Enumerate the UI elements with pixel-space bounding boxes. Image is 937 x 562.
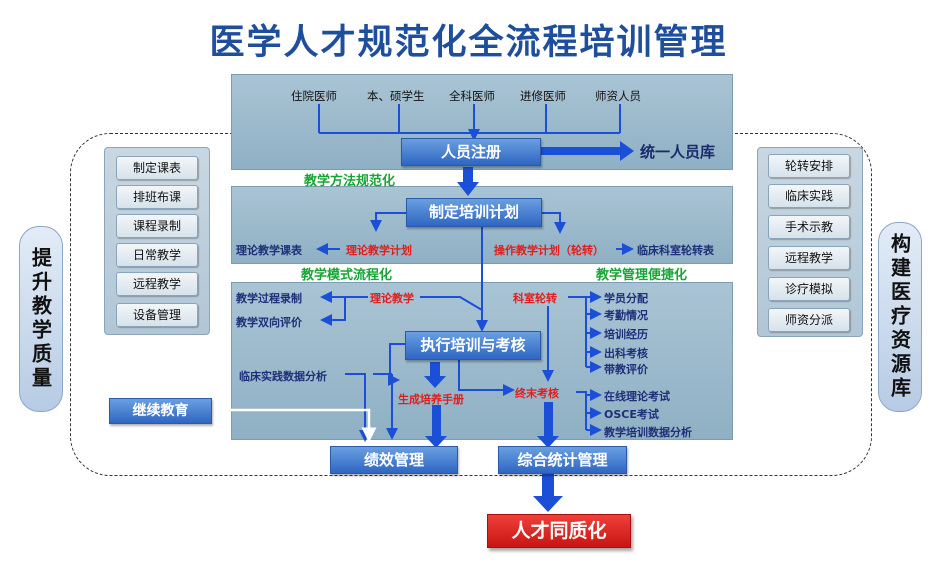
clinical-analysis-label: 临床实践数据分析 [239,370,327,383]
rotation-item-assign: 学员分配 [604,292,648,305]
right-item-faculty[interactable]: 师资分派 [768,308,850,332]
left-item-remote[interactable]: 远程教学 [116,272,198,296]
right-item-remote[interactable]: 远程教学 [768,246,850,270]
final-exam-label: 终末考核 [515,387,559,400]
execute-button[interactable]: 执行培训与考核 [405,331,541,360]
left-pill-quality: 提升教学质量 [19,226,63,412]
left-tools-panel: 制定课表 排班布课 课程录制 日常教学 远程教学 设备管理 [104,147,210,335]
rotation-item-exit-exam: 出科考核 [604,347,648,360]
right-pill-resource: 构建医疗资源库 [878,222,922,412]
exam-item-osce: OSCE考试 [604,408,659,421]
theory-teaching-label: 理论教学 [370,292,414,305]
right-item-clinical[interactable]: 临床实践 [768,184,850,208]
right-item-simulation[interactable]: 诊疗模拟 [768,277,850,301]
outcome-button[interactable]: 人才同质化 [487,514,631,548]
page-title: 医学人才规范化全流程培训管理 [209,23,728,63]
source-gp: 全科医师 [449,89,495,103]
statistics-button[interactable]: 综合统计管理 [498,446,627,474]
right-tools-panel: 轮转安排 临床实践 手术示教 远程教学 诊疗模拟 师资分派 [757,147,863,337]
method-standard-label: 教学方法规范化 [304,174,396,189]
theory-plan-label: 理论教学计划 [346,244,412,257]
source-resident: 住院医师 [291,89,337,103]
dept-rotation-label: 科室轮转 [513,292,557,305]
source-student: 本、硕学生 [367,89,425,103]
left-item-daily[interactable]: 日常教学 [116,243,198,267]
training-manual-label: 生成培养手册 [398,393,464,406]
left-item-arrange[interactable]: 排班布课 [116,185,198,209]
plan-button[interactable]: 制定培训计划 [406,198,542,227]
mode-flow-label: 教学模式流程化 [301,268,393,283]
dept-rotation-table-label: 临床科室轮转表 [637,244,714,257]
right-item-rotation[interactable]: 轮转安排 [768,154,850,178]
rotation-item-experience: 培训经历 [604,328,648,341]
two-way-eval-label: 教学双向评价 [236,316,302,329]
source-visiting: 进修医师 [520,89,566,103]
right-item-surgery[interactable]: 手术示教 [768,215,850,239]
theory-course-label: 理论教学课表 [236,244,302,257]
registration-button[interactable]: 人员注册 [401,138,541,166]
exam-item-online: 在线理论考试 [604,390,670,403]
mgmt-convenient-label: 教学管理便捷化 [596,268,688,283]
rotation-item-teaching-eval: 带教评价 [604,363,648,376]
left-item-recording[interactable]: 课程录制 [116,214,198,238]
performance-button[interactable]: 绩效管理 [330,446,458,474]
unified-staff-db: 统一人员库 [640,143,716,161]
continuing-edu-button[interactable]: 继续教育 [109,398,212,424]
left-item-schedule[interactable]: 制定课表 [116,156,198,180]
process-record-label: 教学过程录制 [236,292,302,305]
operate-plan-label: 操作教学计划（轮转） [494,244,604,257]
left-item-equipment[interactable]: 设备管理 [116,303,198,327]
rotation-item-attendance: 考勤情况 [604,309,648,322]
source-faculty: 师资人员 [595,89,641,103]
exam-item-data-analysis: 教学培训数据分析 [604,426,692,439]
